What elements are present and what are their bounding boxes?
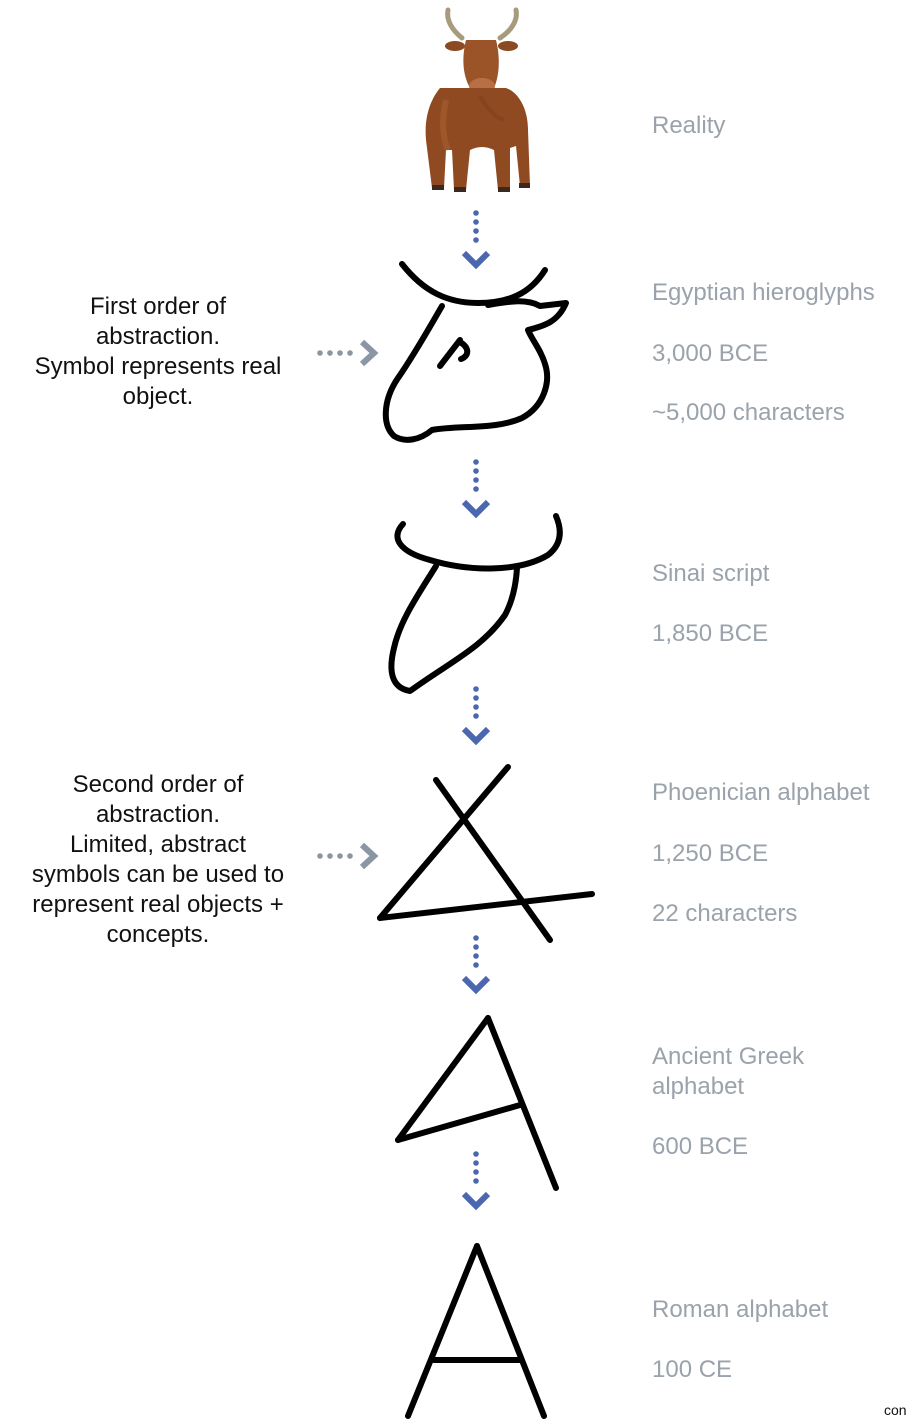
greek-date: 600 BCE <box>652 1133 749 1160</box>
greek-alpha-icon <box>395 1015 559 1191</box>
first-order-note: First order of abstraction. Symbol repre… <box>8 292 308 412</box>
note-line: concepts. <box>106 921 210 948</box>
note-line: Symbol represents real <box>34 353 282 380</box>
egyptian-date: 3,000 BCE <box>652 340 769 367</box>
note-line: abstraction. <box>95 801 221 828</box>
note-line: symbols can be used to <box>31 861 285 888</box>
down-arrow-3 <box>464 686 488 741</box>
greek-name: Ancient Greek alphabet <box>652 1043 805 1100</box>
sinai-name: Sinai script <box>652 560 770 587</box>
phoenician-name: Phoenician alphabet <box>652 779 870 806</box>
phoenician-date: 1,250 BCE <box>652 840 769 867</box>
egyptian-count: ~5,000 characters <box>652 399 845 426</box>
egyptian-name: Egyptian hieroglyphs <box>652 279 875 306</box>
side-arrow-2 <box>317 845 374 867</box>
reality-label: Reality <box>652 112 726 139</box>
note-line: Second order of <box>72 771 244 798</box>
phoenician-aleph-icon <box>377 764 595 943</box>
down-arrow-2 <box>464 459 488 514</box>
sinai-ox-glyph-icon <box>388 513 563 694</box>
down-arrow-4 <box>464 935 488 990</box>
cow-photo <box>425 7 530 192</box>
note-line: Limited, abstract <box>69 831 247 858</box>
note-line: First order of <box>89 293 227 320</box>
note-line: represent real objects + <box>32 891 284 918</box>
roman-a-icon <box>405 1243 547 1419</box>
roman-date: 100 CE <box>652 1356 733 1383</box>
ox-head-hieroglyph-icon <box>382 261 569 443</box>
note-line: abstraction. <box>95 323 221 350</box>
down-arrow-5 <box>464 1151 488 1206</box>
phoenician-count: 22 characters <box>652 900 798 927</box>
note-line: object. <box>122 383 194 410</box>
side-arrow-1 <box>317 342 374 364</box>
sinai-date: 1,850 BCE <box>652 620 769 647</box>
down-arrow-1 <box>464 210 488 265</box>
roman-name: Roman alphabet <box>652 1296 829 1323</box>
second-order-note: Second order of abstraction. Limited, ab… <box>8 770 308 950</box>
credit-text: con <box>884 1402 907 1418</box>
